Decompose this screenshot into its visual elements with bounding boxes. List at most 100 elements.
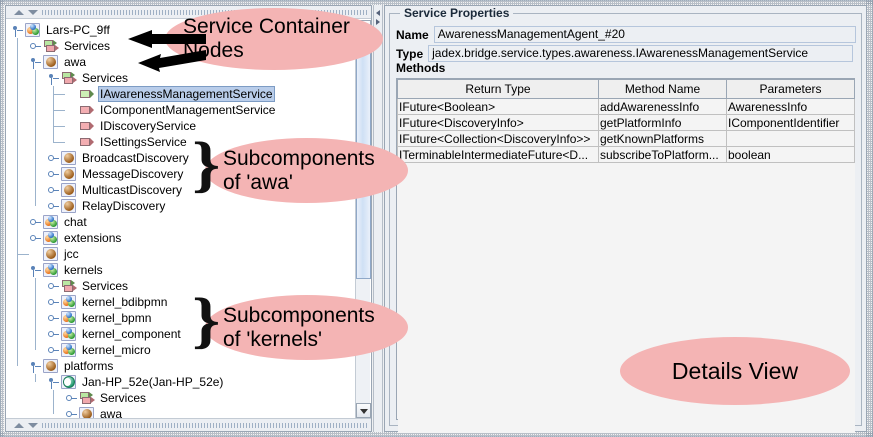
tree-node-label[interactable]: BroadcastDiscovery bbox=[82, 151, 189, 165]
tree-node-label[interactable]: MessageDiscovery bbox=[82, 167, 184, 181]
tree-hscroll-right-icon[interactable] bbox=[28, 423, 38, 428]
tree-expand-handle-open-icon[interactable] bbox=[29, 57, 42, 69]
split-divider[interactable] bbox=[373, 5, 383, 432]
tree-node[interactable]: kernel_micro bbox=[47, 342, 153, 358]
tree-node-label[interactable]: kernel_component bbox=[82, 327, 181, 341]
tree-node[interactable]: extensions bbox=[29, 230, 123, 246]
tree-expand-handle-open-icon[interactable] bbox=[47, 377, 60, 389]
tree-expand-handle-closed-icon[interactable] bbox=[47, 185, 60, 196]
tree-node-label[interactable]: IComponentManagementService bbox=[100, 103, 276, 117]
tree-node[interactable]: awa bbox=[29, 54, 88, 70]
tree-node[interactable]: kernel_bdibpmn bbox=[47, 294, 169, 310]
tree-node[interactable]: Services bbox=[29, 38, 112, 54]
tree-expand-handle-open-icon[interactable] bbox=[11, 25, 24, 37]
methods-table-column-header[interactable]: Return Type bbox=[397, 79, 599, 99]
tree-node-label[interactable]: Services bbox=[82, 279, 129, 293]
tree-node[interactable]: Services bbox=[65, 390, 148, 406]
methods-table-column-header[interactable]: Parameters bbox=[726, 79, 855, 99]
tree-node-label[interactable]: Lars-PC_9ff bbox=[46, 23, 110, 37]
tree-expand-handle-closed-icon[interactable] bbox=[47, 169, 60, 180]
tree-expand-handle-closed-icon[interactable] bbox=[47, 281, 60, 292]
tree-node[interactable]: Jan-HP_52e(Jan-HP_52e) bbox=[47, 374, 225, 390]
tree-node-label[interactable]: RelayDiscovery bbox=[82, 199, 166, 213]
tree-node-label[interactable]: Services bbox=[100, 391, 147, 405]
tree-node-label[interactable]: kernels bbox=[64, 263, 103, 277]
tree-node[interactable]: ISettingsService bbox=[65, 134, 189, 150]
tree-expand-handle-closed-icon[interactable] bbox=[47, 201, 60, 212]
methods-table-cell[interactable]: getKnownPlatforms bbox=[598, 130, 727, 147]
methods-table-cell[interactable]: boolean bbox=[726, 146, 855, 163]
tree-node[interactable]: awa bbox=[65, 406, 124, 418]
tree-node-label[interactable]: chat bbox=[64, 215, 87, 229]
tree-node-label[interactable]: extensions bbox=[64, 231, 122, 245]
tree-node[interactable]: Lars-PC_9ff bbox=[11, 22, 112, 38]
tree-node-label[interactable]: Jan-HP_52e(Jan-HP_52e) bbox=[82, 375, 224, 389]
tree-node-label[interactable]: awa bbox=[100, 407, 123, 418]
tree-node[interactable]: platforms bbox=[29, 358, 115, 374]
tree-collapse-up-icon[interactable] bbox=[14, 10, 24, 15]
tree-node[interactable]: Services bbox=[47, 70, 130, 86]
tree-node-label[interactable]: platforms bbox=[64, 359, 114, 373]
methods-table-row[interactable]: ITerminableIntermediateFuture<D...subscr… bbox=[397, 146, 855, 163]
methods-table-cell[interactable]: IFuture<Boolean> bbox=[397, 98, 599, 115]
tree-expand-handle-closed-icon[interactable] bbox=[29, 41, 42, 52]
type-value[interactable]: jadex.bridge.service.types.awareness.IAw… bbox=[428, 45, 854, 62]
divider-collapse-right-icon[interactable] bbox=[376, 19, 380, 25]
scroll-down-button[interactable] bbox=[356, 403, 371, 418]
tree-node-label[interactable]: MulticastDiscovery bbox=[82, 183, 183, 197]
tree-node[interactable]: kernel_bpmn bbox=[47, 310, 153, 326]
tree-node[interactable]: kernels bbox=[29, 262, 105, 278]
tree-node[interactable]: kernel_component bbox=[47, 326, 183, 342]
tree-node[interactable]: IComponentManagementService bbox=[65, 102, 277, 118]
tree-expand-handle-closed-icon[interactable] bbox=[29, 233, 42, 244]
tree-expand-handle-open-icon[interactable] bbox=[29, 361, 42, 373]
tree-expand-handle-closed-icon[interactable] bbox=[65, 409, 78, 418]
tree-expand-handle-open-icon[interactable] bbox=[47, 73, 60, 85]
tree-node[interactable]: IAwarenessManagementService bbox=[65, 86, 275, 102]
tree-node[interactable]: Services bbox=[47, 278, 130, 294]
tree-node[interactable]: RelayDiscovery bbox=[47, 198, 167, 214]
methods-table-cell[interactable] bbox=[726, 130, 855, 147]
methods-table-cell[interactable]: subscribeToPlatform... bbox=[598, 146, 727, 163]
tree-node[interactable]: MulticastDiscovery bbox=[47, 182, 184, 198]
tree-node-label[interactable]: ISettingsService bbox=[100, 135, 187, 149]
methods-table-cell[interactable]: IFuture<Collection<DiscoveryInfo>> bbox=[397, 130, 599, 147]
tree-expand-handle-closed-icon[interactable] bbox=[47, 297, 60, 308]
methods-table-cell[interactable]: IComponentIdentifier bbox=[726, 114, 855, 131]
methods-table-column-header[interactable]: Method Name bbox=[598, 79, 727, 99]
methods-table-cell[interactable]: IFuture<DiscoveryInfo> bbox=[397, 114, 599, 131]
tree-expand-handle-closed-icon[interactable] bbox=[29, 217, 42, 228]
tree-expand-handle-closed-icon[interactable] bbox=[47, 329, 60, 340]
methods-table-cell[interactable]: addAwarenessInfo bbox=[598, 98, 727, 115]
divider-collapse-left-icon[interactable] bbox=[376, 10, 380, 16]
tree-node-label[interactable]: IDiscoveryService bbox=[100, 119, 197, 133]
tree-node-label[interactable]: Services bbox=[82, 71, 129, 85]
methods-table-cell[interactable]: AwarenessInfo bbox=[726, 98, 855, 115]
tree-node-label[interactable]: kernel_micro bbox=[82, 343, 151, 357]
tree-node-label[interactable]: jcc bbox=[64, 247, 79, 261]
tree-expand-handle-open-icon[interactable] bbox=[29, 265, 42, 277]
tree-expand-handle-closed-icon[interactable] bbox=[47, 345, 60, 356]
tree-node[interactable]: MessageDiscovery bbox=[47, 166, 185, 182]
tree-collapse-down-icon[interactable] bbox=[28, 10, 38, 15]
tree-node-label[interactable]: IAwarenessManagementService bbox=[98, 86, 275, 102]
methods-table-row[interactable]: IFuture<Collection<DiscoveryInfo>>getKno… bbox=[397, 130, 855, 147]
tree-hscroll-left-icon[interactable] bbox=[14, 423, 24, 428]
tree-expand-handle-closed-icon[interactable] bbox=[65, 393, 78, 404]
tree-node-label[interactable]: Services bbox=[64, 39, 111, 53]
tree-expand-handle-closed-icon[interactable] bbox=[47, 153, 60, 164]
tree-expand-handle-closed-icon[interactable] bbox=[47, 313, 60, 324]
methods-table-cell[interactable]: getPlatformInfo bbox=[598, 114, 727, 131]
methods-table-cell[interactable]: ITerminableIntermediateFuture<D... bbox=[397, 146, 599, 163]
tree-node[interactable]: chat bbox=[29, 214, 89, 230]
tree-node-label[interactable]: awa bbox=[64, 55, 87, 69]
tree-node[interactable]: IDiscoveryService bbox=[65, 118, 198, 134]
name-value[interactable]: AwarenessManagementAgent_#20 bbox=[433, 26, 856, 43]
tree-node[interactable]: BroadcastDiscovery bbox=[47, 150, 191, 166]
tree-vertical-scrollbar[interactable] bbox=[355, 20, 371, 418]
tree-node-label[interactable]: kernel_bpmn bbox=[82, 311, 152, 325]
tree-node[interactable]: jcc bbox=[29, 246, 81, 262]
